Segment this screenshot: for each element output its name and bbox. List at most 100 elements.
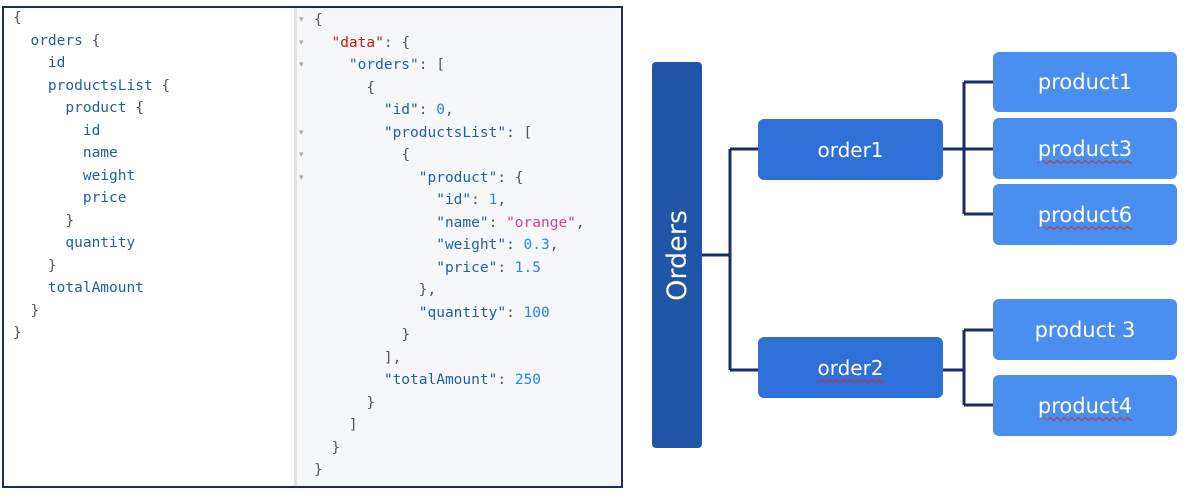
result_pane-token: "id" <box>436 192 472 208</box>
result_pane-token: 250 <box>514 372 542 388</box>
product-3-label: product 3 <box>1034 317 1136 342</box>
result_pane-token: 1.5 <box>514 259 541 276</box>
query_pane-line: product { <box>13 97 170 120</box>
result_pane-token <box>314 372 384 388</box>
product1-node: product1 <box>993 52 1177 112</box>
result_pane-token <box>314 215 436 231</box>
result_pane-token: : [ <box>506 124 533 141</box>
query_pane-line: name <box>13 142 170 165</box>
result-viewer: ▾▾▾▾▾▾ { "data": { "orders": [ { "id": 0… <box>297 8 621 486</box>
fold-arrow-icon[interactable]: ▾ <box>299 15 304 25</box>
product3-label: product3 <box>1037 136 1133 161</box>
result_pane-token: 1 <box>488 192 498 208</box>
fold-arrow-icon[interactable]: ▾ <box>299 37 304 48</box>
product1-label: product1 <box>1037 70 1133 94</box>
query_pane-token: weight <box>82 167 136 184</box>
order1-node: order1 <box>758 119 943 180</box>
result_pane-token: "weight" <box>436 237 507 253</box>
query_pane-token: orders <box>30 32 83 49</box>
result_pane-line: { <box>314 9 585 32</box>
query_pane-line: id <box>13 120 170 143</box>
result_pane-token: : [ <box>418 57 445 73</box>
query_pane-token: { <box>82 32 101 49</box>
result_pane-line: } <box>314 437 585 460</box>
result_pane-token <box>314 282 419 298</box>
query_pane-line: } <box>13 300 170 323</box>
query_pane-token: } <box>47 257 57 274</box>
query_pane-token: productsList <box>47 77 153 94</box>
query_pane-token: } <box>30 302 40 319</box>
query_pane-token <box>13 213 65 229</box>
order1-label: order1 <box>817 137 884 162</box>
result_pane-line: ] <box>314 414 585 437</box>
fold-spacer <box>299 99 309 122</box>
result_pane-token: { <box>314 12 323 28</box>
result_pane-token: : <box>488 214 507 231</box>
query_pane-token <box>13 303 30 319</box>
result_pane-token <box>314 125 384 141</box>
result_pane-line: "id": 1, <box>314 189 585 212</box>
query_pane-token <box>13 33 30 49</box>
result-code: { "data": { "orders": [ { "id": 0, "prod… <box>314 9 585 482</box>
fold-arrow-icon[interactable]: ▾ <box>299 127 304 138</box>
fold-arrow-icon[interactable]: ▾ <box>299 60 304 70</box>
result_pane-token: "price" <box>436 259 498 276</box>
fold-arrow-icon[interactable]: ▾ <box>299 150 304 160</box>
query_pane-token <box>13 55 48 71</box>
query_pane-token: product <box>65 100 127 116</box>
result_pane-token: "productsList" <box>383 124 507 141</box>
fold-arrow-icon[interactable]: ▾ <box>299 172 304 183</box>
result_pane-token: }, <box>418 282 437 298</box>
query_pane-token <box>13 78 48 94</box>
result_pane-line: "productsList": [ <box>314 122 585 145</box>
result_pane-token: "name" <box>436 214 489 231</box>
result_pane-token <box>314 57 349 73</box>
result_pane-token: } <box>331 439 341 456</box>
query_pane-line: id <box>13 52 170 75</box>
result_pane-token <box>314 327 401 343</box>
query_pane-token: id <box>82 122 101 139</box>
query_pane-line: } <box>13 255 170 278</box>
result_pane-line: { <box>314 144 585 167</box>
result_pane-line: "weight": 0.3, <box>314 234 585 257</box>
result_pane-token: 100 <box>523 304 550 321</box>
product6-label: product6 <box>1037 202 1133 227</box>
result_pane-token: "id" <box>383 102 419 118</box>
result_pane-token: 0 <box>436 102 445 118</box>
result_pane-line: { <box>314 77 585 100</box>
result_pane-line: } <box>314 392 585 415</box>
query-editor[interactable]: { orders { id productsList { product { i… <box>4 8 294 486</box>
result_pane-token: { <box>366 79 376 96</box>
result_pane-line: "name": "orange", <box>314 212 584 235</box>
graphql-panel: { orders { id productsList { product { i… <box>2 6 623 488</box>
result_pane-token: : { <box>497 169 524 186</box>
query_pane-token <box>13 123 83 139</box>
result_pane-line: } <box>314 459 585 482</box>
result_pane-token <box>314 170 419 186</box>
pane-divider[interactable] <box>294 8 297 486</box>
query_pane-token: price <box>82 190 127 206</box>
result_pane-token: } <box>314 462 323 478</box>
product4-node: product4 <box>993 375 1177 436</box>
query_pane-token: { <box>126 100 144 116</box>
query_pane-line: weight <box>13 165 170 188</box>
product6-node: product6 <box>993 184 1177 245</box>
result_pane-token <box>314 102 384 118</box>
result_pane-line: }, <box>314 279 585 302</box>
query_pane-token <box>13 190 83 206</box>
query_pane-token: } <box>65 212 75 229</box>
result_pane-token <box>314 192 436 208</box>
result_pane-token <box>314 35 331 51</box>
result_pane-token: , <box>444 102 454 118</box>
result_pane-line: "totalAmount": 250 <box>314 369 585 392</box>
result_pane-token: "orange" <box>506 214 576 231</box>
result_pane-token <box>314 417 349 433</box>
query_pane-token <box>13 145 83 161</box>
result_pane-line: } <box>314 324 585 347</box>
result_pane-token: } <box>366 394 376 411</box>
result_pane-line: "orders": [ <box>314 54 585 77</box>
result_pane-token: } <box>401 327 411 343</box>
result_pane-token: : { <box>383 34 411 51</box>
orders-root-label: Orders <box>661 209 693 301</box>
result_pane-token: "data" <box>331 34 384 51</box>
